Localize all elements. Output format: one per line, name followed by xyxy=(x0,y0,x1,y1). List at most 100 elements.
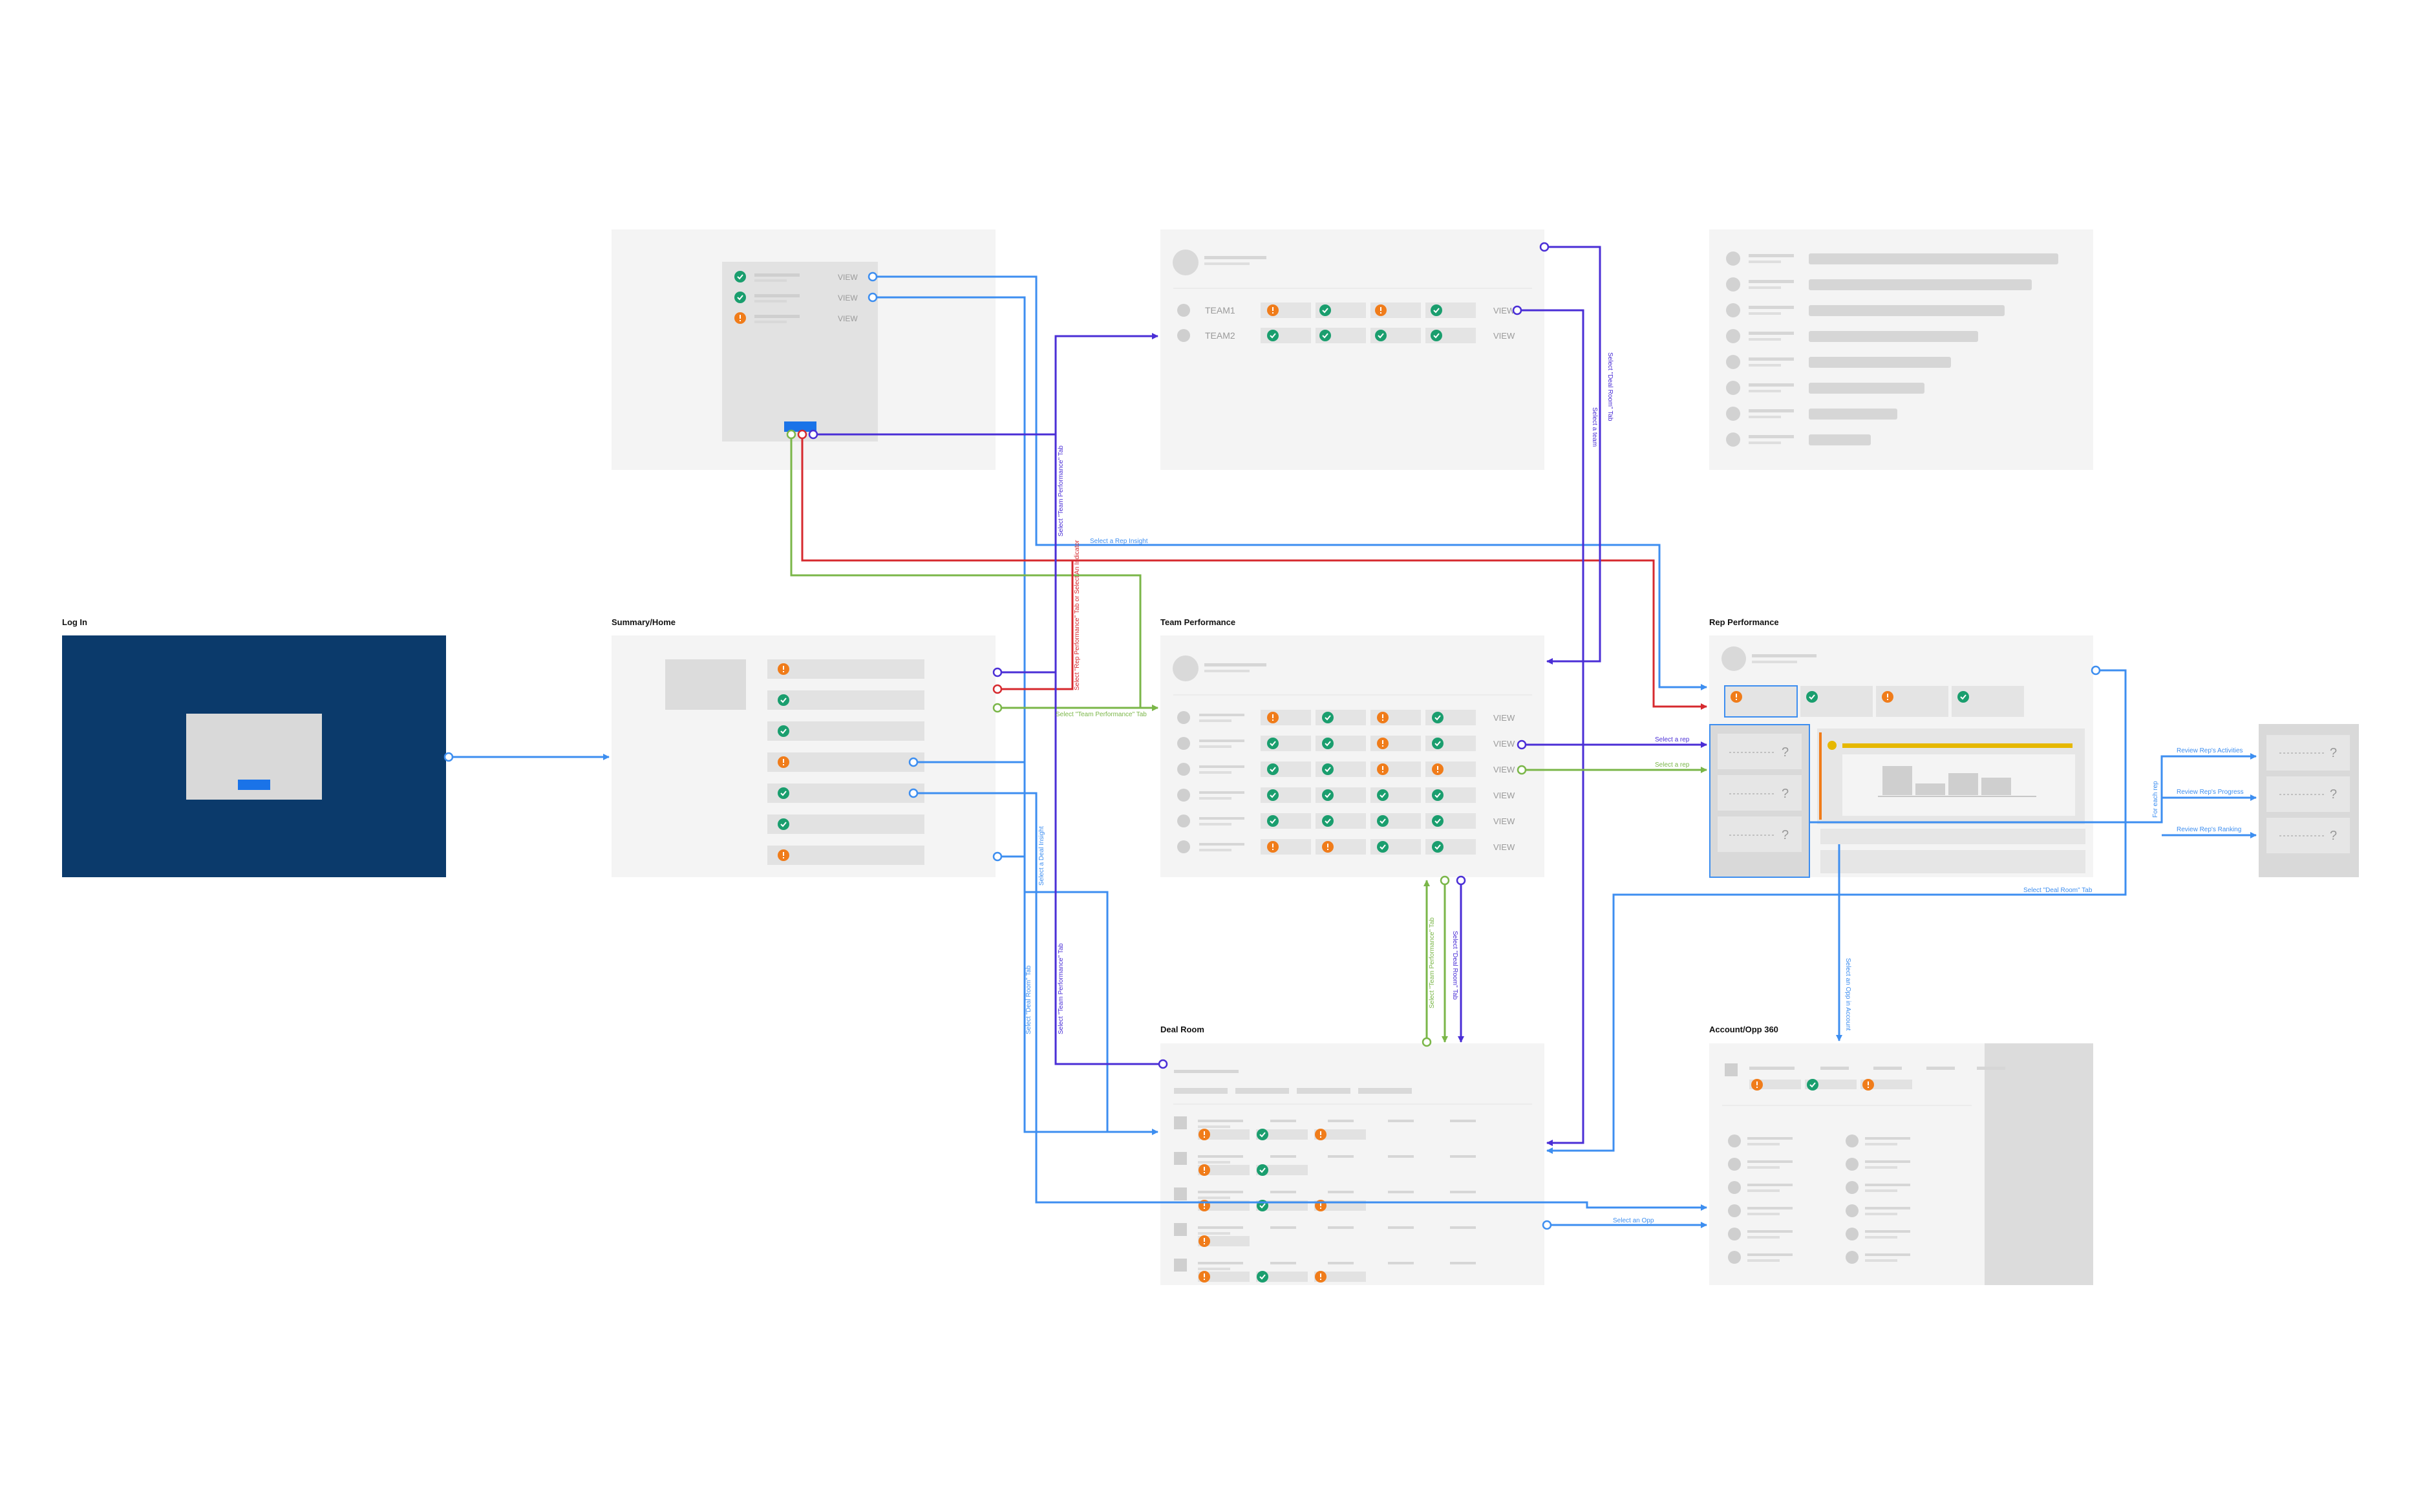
avatar xyxy=(1721,646,1746,671)
svg-text:?: ? xyxy=(1782,745,1789,760)
view-link[interactable]: VIEW xyxy=(1493,791,1515,800)
insight-row[interactable] xyxy=(767,783,924,803)
summary-card xyxy=(665,659,746,710)
deal-row[interactable] xyxy=(1174,1259,1476,1283)
connector-labels: Select a Rep Insight Select "Team Perfor… xyxy=(1025,352,2244,1224)
svg-text:?: ? xyxy=(2330,829,2337,843)
deal-row[interactable] xyxy=(1174,1116,1476,1141)
insight-row[interactable] xyxy=(767,721,924,741)
ranking-list-frame xyxy=(1709,229,2093,470)
deal-room-content xyxy=(1173,1070,1532,1105)
sidebar-card[interactable] xyxy=(1718,775,1802,811)
check-icon xyxy=(1321,789,1334,802)
rep-row[interactable]: VIEW xyxy=(1177,761,1515,777)
check-icon xyxy=(1319,329,1332,342)
insight-row[interactable] xyxy=(767,815,924,834)
check-icon xyxy=(1321,815,1334,827)
deal-row[interactable] xyxy=(1174,1152,1476,1177)
view-link[interactable]: VIEW xyxy=(1493,765,1515,774)
contact-rows xyxy=(1728,1134,1910,1264)
warning-icon xyxy=(1432,763,1444,775)
team-row[interactable]: TEAM2 VIEW xyxy=(1177,328,1515,343)
rep-row[interactable]: VIEW xyxy=(1177,813,1515,829)
view-link[interactable]: VIEW xyxy=(838,293,858,303)
check-icon xyxy=(1431,815,1444,827)
insight-row[interactable] xyxy=(767,659,924,679)
connector-label: Select a Rep Insight xyxy=(1090,538,1148,545)
connector-label: Select "Team Performance" Tab xyxy=(1056,711,1147,718)
team-row[interactable]: TEAM1 VIEW xyxy=(1177,303,1515,318)
rep-performance-content: ? ? ? xyxy=(1709,646,2085,878)
team-performance-frame xyxy=(1160,635,1544,877)
view-link[interactable]: VIEW xyxy=(838,273,858,282)
deal-row[interactable] xyxy=(1174,1187,1476,1212)
rep-rows: VIEW VIEW VIEW VIEW VIEW VIEW xyxy=(1177,710,1515,855)
svg-text:?: ? xyxy=(1782,828,1789,842)
check-icon xyxy=(777,694,790,707)
check-icon xyxy=(1266,763,1279,776)
tab[interactable] xyxy=(1297,1088,1350,1094)
connector-label: Review Rep's Progress xyxy=(2177,789,2244,796)
insight-row[interactable] xyxy=(767,752,924,772)
warning-icon xyxy=(1199,1271,1210,1283)
rep-row[interactable]: VIEW xyxy=(1177,710,1515,725)
view-link[interactable]: VIEW xyxy=(838,314,858,323)
connector-label: Select "Team Performance" Tab xyxy=(1058,943,1065,1034)
contact-row[interactable] xyxy=(1728,1228,1793,1240)
tab[interactable] xyxy=(1358,1088,1412,1094)
tab[interactable] xyxy=(1174,1088,1228,1094)
warning-icon xyxy=(1322,841,1334,853)
contact-row[interactable] xyxy=(1728,1251,1793,1264)
contact-row[interactable] xyxy=(1728,1158,1793,1171)
view-link[interactable]: VIEW xyxy=(1493,331,1515,341)
connectors xyxy=(449,246,2257,1228)
warning-icon xyxy=(1267,841,1279,853)
contact-row[interactable] xyxy=(1846,1181,1910,1194)
warning-icon xyxy=(1377,738,1389,749)
check-icon xyxy=(734,270,747,283)
contact-row[interactable] xyxy=(1728,1204,1793,1217)
team-name: TEAM2 xyxy=(1205,330,1235,341)
check-icon xyxy=(1374,329,1387,342)
check-icon xyxy=(1321,763,1334,776)
view-link[interactable]: VIEW xyxy=(1493,713,1515,723)
rep-row[interactable]: VIEW xyxy=(1177,787,1515,803)
account-opp-content xyxy=(1722,1043,2093,1285)
view-link[interactable]: VIEW xyxy=(1493,842,1515,852)
account-opp-title: Account/Opp 360 xyxy=(1709,1025,1778,1034)
warning-icon xyxy=(734,312,746,324)
connector-label: Select a rep xyxy=(1655,761,1690,769)
view-link[interactable]: VIEW xyxy=(1493,306,1515,315)
check-icon xyxy=(1430,304,1443,317)
warning-icon xyxy=(778,663,789,675)
contact-row[interactable] xyxy=(1846,1228,1910,1240)
contact-row[interactable] xyxy=(1728,1181,1793,1194)
check-icon xyxy=(1266,789,1279,802)
check-icon xyxy=(1806,1078,1819,1091)
check-icon xyxy=(777,725,790,738)
deal-row[interactable] xyxy=(1174,1223,1476,1247)
tab[interactable] xyxy=(1235,1088,1289,1094)
view-link[interactable]: VIEW xyxy=(1493,816,1515,826)
rep-detail-content: ? ? ? xyxy=(2266,735,2350,853)
connector-label: Select a team xyxy=(1591,407,1598,447)
sidebar-card[interactable] xyxy=(1718,816,1802,852)
insight-row[interactable] xyxy=(767,846,924,865)
connector-label: For each rep xyxy=(2152,781,2159,818)
contact-row[interactable] xyxy=(1728,1134,1793,1147)
contact-row[interactable] xyxy=(1846,1134,1910,1147)
rep-row[interactable]: VIEW xyxy=(1177,736,1515,751)
contact-row[interactable] xyxy=(1846,1251,1910,1264)
insight-row[interactable] xyxy=(767,690,924,710)
summary-title: Summary/Home xyxy=(612,617,676,627)
summary-content xyxy=(665,659,924,865)
team-name: TEAM1 xyxy=(1205,305,1235,315)
warning-icon xyxy=(1375,304,1387,316)
contact-row[interactable] xyxy=(1846,1158,1910,1171)
login-button[interactable] xyxy=(238,780,270,790)
contact-row[interactable] xyxy=(1846,1204,1910,1217)
sidebar-card[interactable] xyxy=(1718,734,1802,769)
rep-row[interactable]: VIEW xyxy=(1177,839,1515,855)
primary-button[interactable] xyxy=(784,421,816,432)
view-link[interactable]: VIEW xyxy=(1493,739,1515,749)
